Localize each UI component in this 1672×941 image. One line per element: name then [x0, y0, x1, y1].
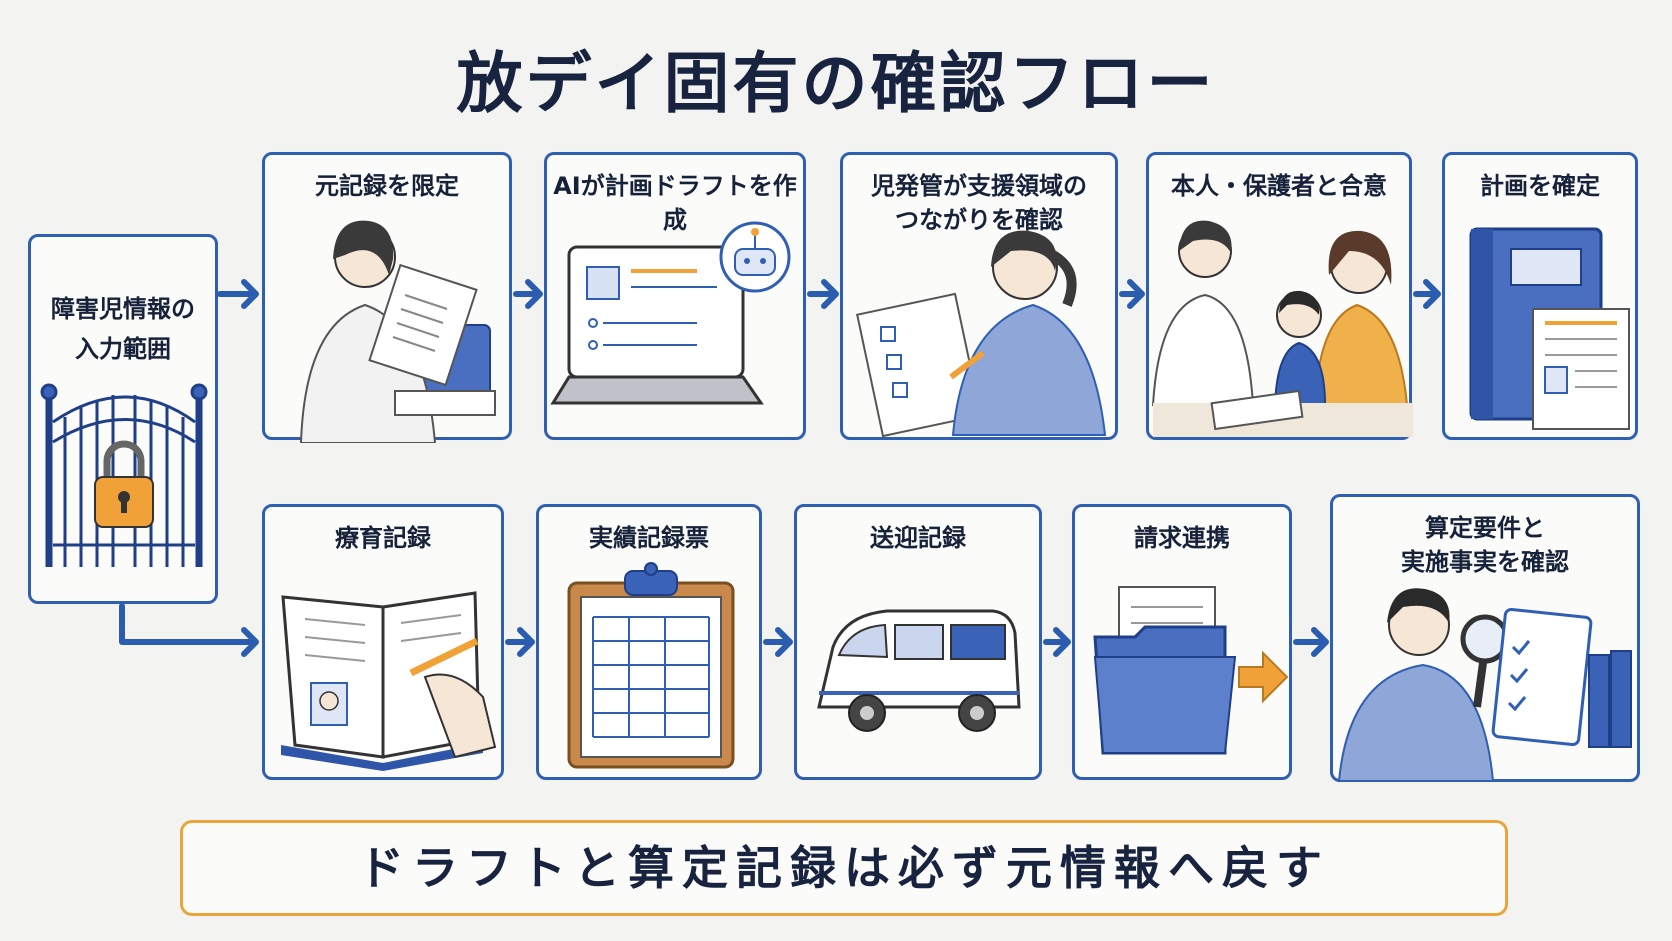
family-consent-icon [1151, 220, 1413, 437]
locked-gate-icon [40, 383, 208, 567]
step-finalize-plan: 計画を確定 [1442, 152, 1638, 440]
step-label: 児発管が支援領域の つながりを確認 [871, 172, 1087, 234]
van-icon [817, 609, 1021, 732]
record-performance-sheet: 実績記録票 [536, 504, 762, 780]
arrow-top-1 [513, 279, 543, 309]
arrow-bottom-2 [763, 627, 793, 657]
notebook-writing-icon [281, 591, 497, 771]
reading-record-icon [299, 220, 496, 443]
clipboard-table-icon [567, 562, 735, 769]
arrow-top-2 [807, 279, 839, 309]
step-label: 送迎記録 [870, 524, 966, 552]
step-check-support-domains: 児発管が支援領域の つながりを確認 [840, 152, 1118, 440]
source-box: 障害児情報の 入力範囲 [28, 234, 218, 604]
reviewing-plan-icon [856, 230, 1107, 438]
check-billing-requirements: 算定要件と 実施事実を確認 [1330, 494, 1640, 782]
billing-link: 請求連携 [1072, 504, 1292, 780]
arrow-bottom-3 [1043, 627, 1071, 657]
arrow-source-to-bottom [119, 603, 259, 657]
step-label: 計画を確定 [1480, 172, 1600, 200]
source-label: 障害児情報の 入力範囲 [51, 295, 195, 363]
page-title: 放デイ固有の確認フロー [456, 45, 1216, 122]
step-label: 請求連携 [1134, 524, 1230, 552]
footer-note: ドラフトと算定記録は必ず元情報へ戻す [180, 820, 1508, 916]
arrow-top-3 [1119, 279, 1145, 309]
arrow-bottom-1 [505, 627, 535, 657]
record-therapy: 療育記録 [262, 504, 504, 780]
step-label: AIが計画ドラフトを作成 [553, 172, 797, 234]
step-limit-source-records: 元記録を限定 [262, 152, 512, 443]
arrow-bottom-4 [1293, 627, 1329, 657]
folder-arrow-icon [1093, 586, 1289, 755]
magnifier-check-icon [1337, 588, 1632, 782]
step-label: 本人・保護者と合意 [1171, 172, 1387, 200]
step-label: 実績記録票 [589, 524, 709, 552]
binder-document-icon [1469, 227, 1630, 430]
arrow-top-4 [1413, 279, 1441, 309]
step-label: 元記録を限定 [315, 172, 459, 200]
laptop-robot-icon [550, 221, 791, 405]
step-ai-draft-plan: AIが計画ドラフトを作成 [544, 152, 806, 440]
record-transport: 送迎記録 [794, 504, 1042, 780]
step-label: 療育記録 [335, 524, 431, 552]
step-agree-with-family: 本人・保護者と合意 [1146, 152, 1413, 440]
step-label: 算定要件と 実施事実を確認 [1401, 514, 1569, 576]
arrow-source-to-top [217, 279, 259, 309]
